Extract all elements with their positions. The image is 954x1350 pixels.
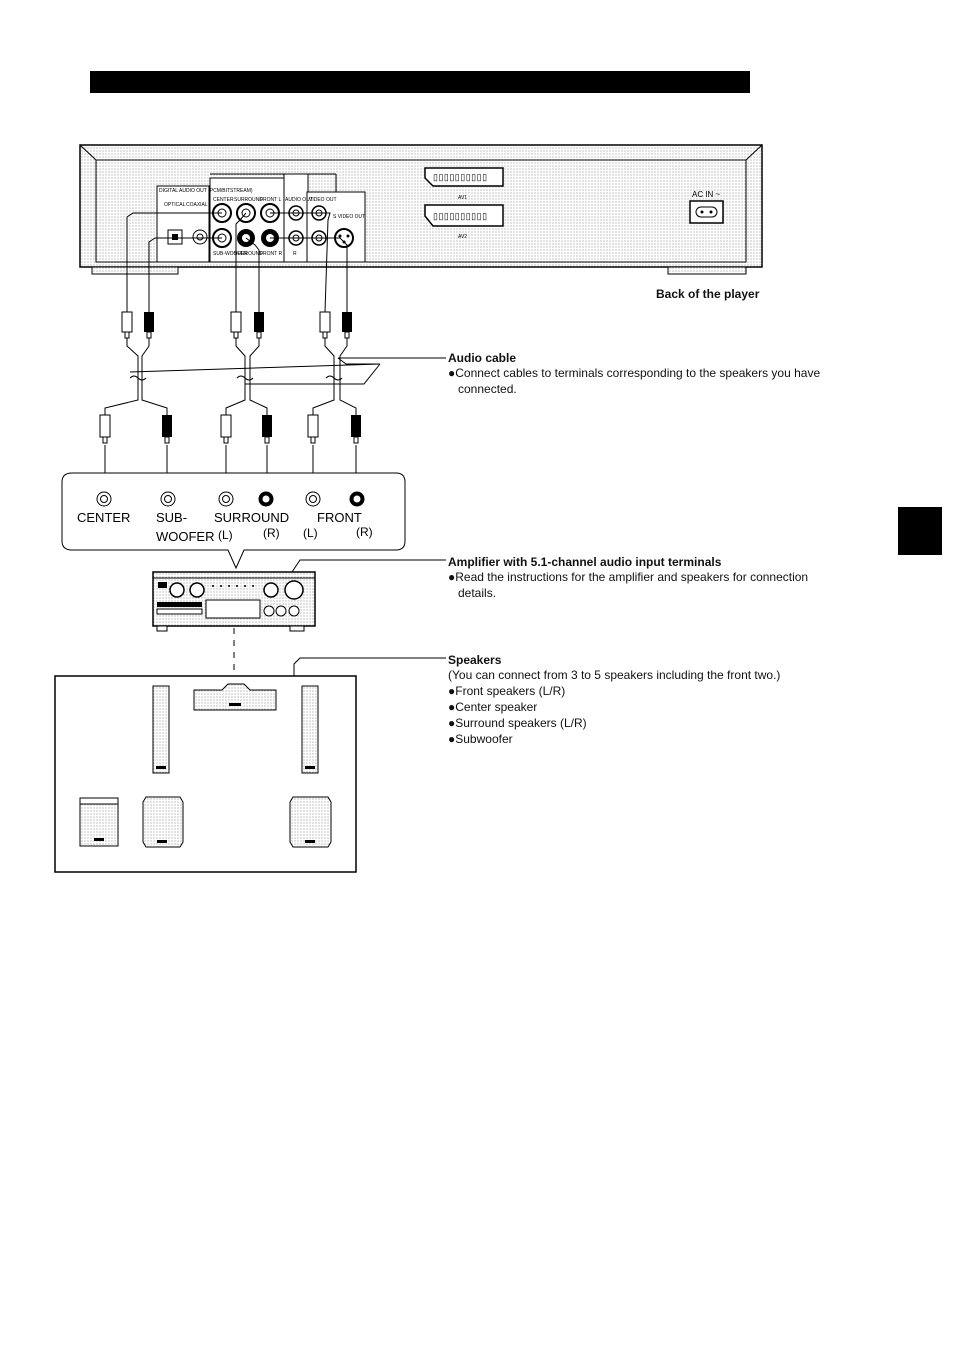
label-digital-audio-out: DIGITAL AUDIO OUT (PCM/BITSTREAM) [159,188,253,194]
terminal-label-woofer: WOOFER [156,529,215,544]
front-speaker-left [152,685,170,774]
label-r: R [293,251,297,257]
plug-white [220,414,232,444]
terminal-front-r [349,491,365,507]
terminal-center [96,491,112,507]
audio-cable-line-2: connected. [458,382,517,396]
front-speaker-right [301,685,319,774]
terminal-label-surround-r: (R) [263,526,280,540]
label-surround-r: SURROUND [234,251,263,257]
terminal-label-surround-l: (L) [218,528,233,542]
scart-av2: ▯▯▯▯▯▯▯▯▯▯ AV2 [424,204,504,240]
amplifier-terminal-panel: CENTER SUB- WOOFER SURROUND FRONT (L) (R… [61,472,406,570]
label-ac-in: AC IN ~ [692,190,721,199]
ac-inlet [689,200,724,224]
terminal-label-sub: SUB- [156,510,187,525]
plug-black [144,312,154,339]
player-back-panel: DIGITAL AUDIO OUT (PCM/BITSTREAM) OPTICA… [79,144,763,275]
label-front-r: FRONT R [260,251,283,257]
section-tab [898,507,942,555]
plug-black [342,312,352,339]
speakers-line-3: ●Center speaker [448,700,538,714]
audio-cable-title: Audio cable [448,351,517,365]
speakers-line-5: ●Subwoofer [448,732,513,746]
label-video-out: VIDEO OUT [309,197,337,203]
speakers-title: Speakers [448,653,502,667]
terminal-front-l [305,491,321,507]
label-av1: AV1 [458,195,467,201]
speakers-callout: Speakers (You can connect from 3 to 5 sp… [448,653,888,747]
speakers-line-4: ●Surround speakers (L/R) [448,716,587,730]
optical-jack [167,229,183,245]
plug-black [262,415,272,444]
amplifier-callout: Amplifier with 5.1-channel audio input t… [448,555,888,601]
speakers-line-1: (You can connect from 3 to 5 speakers in… [448,668,781,682]
plug-white [99,414,111,444]
plug-white [319,311,331,339]
amplifier-callout-line [291,559,446,573]
plug-white [230,311,242,339]
label-coaxial: COAXIAL [186,202,208,208]
amplifier-line-2: details. [458,586,497,600]
plug-white [307,414,319,444]
center-speaker [193,683,277,711]
label-surround: SURROUND [234,197,263,203]
plug-white [121,311,133,339]
surround-speaker-left [142,796,184,848]
audio-cable-callout: Audio cable ●Connect cables to terminals… [448,351,888,397]
svg-text:▯▯▯▯▯▯▯▯▯▯: ▯▯▯▯▯▯▯▯▯▯ [433,172,488,182]
terminal-label-center: CENTER [77,510,130,525]
terminal-label-front-l: (L) [303,526,318,540]
player-caption: Back of the player [656,287,760,301]
header-bar [90,71,750,93]
label-subwoofer: SUB-WOOFER [213,251,248,257]
lower-plugs [99,414,361,444]
amplifier-title: Amplifier with 5.1-channel audio input t… [448,555,722,569]
label-front-l: FRONT L [260,197,282,203]
speakers-box [54,675,357,873]
upper-plugs [121,311,352,339]
plug-black [254,312,264,339]
label-optical: OPTICAL [164,202,186,208]
audio-cables [104,338,357,415]
speakers-callout-line [293,657,446,676]
plug-black [162,415,172,444]
player-cables [126,212,348,313]
subwoofer [79,797,119,847]
terminal-subwoofer [160,491,176,507]
scart-av1: ▯▯▯▯▯▯▯▯▯▯ AV1 [424,167,504,201]
label-s-video-out: S VIDEO OUT [333,214,365,220]
amplifier-line-1: ●Read the instructions for the amplifier… [448,570,809,584]
terminal-label-front: FRONT [317,510,362,525]
terminal-label-front-r: (R) [356,525,373,539]
svg-text:▯▯▯▯▯▯▯▯▯▯: ▯▯▯▯▯▯▯▯▯▯ [433,211,488,221]
label-audio-out: AUDIO OUT [285,197,313,203]
coaxial-jack [192,229,208,245]
plug-black [351,415,361,444]
speakers-line-2: ●Front speakers (L/R) [448,684,566,698]
terminal-surround-r [258,491,274,507]
surround-speaker-right [289,796,332,848]
terminal-surround-l [218,491,234,507]
amplifier [152,571,316,632]
audio-cable-callout-line [129,357,446,385]
terminal-label-surround: SURROUND [214,510,289,525]
audio-cable-line-1: ●Connect cables to terminals correspondi… [448,366,821,380]
label-av2: AV2 [458,234,467,240]
label-center: CENTER [213,197,234,203]
